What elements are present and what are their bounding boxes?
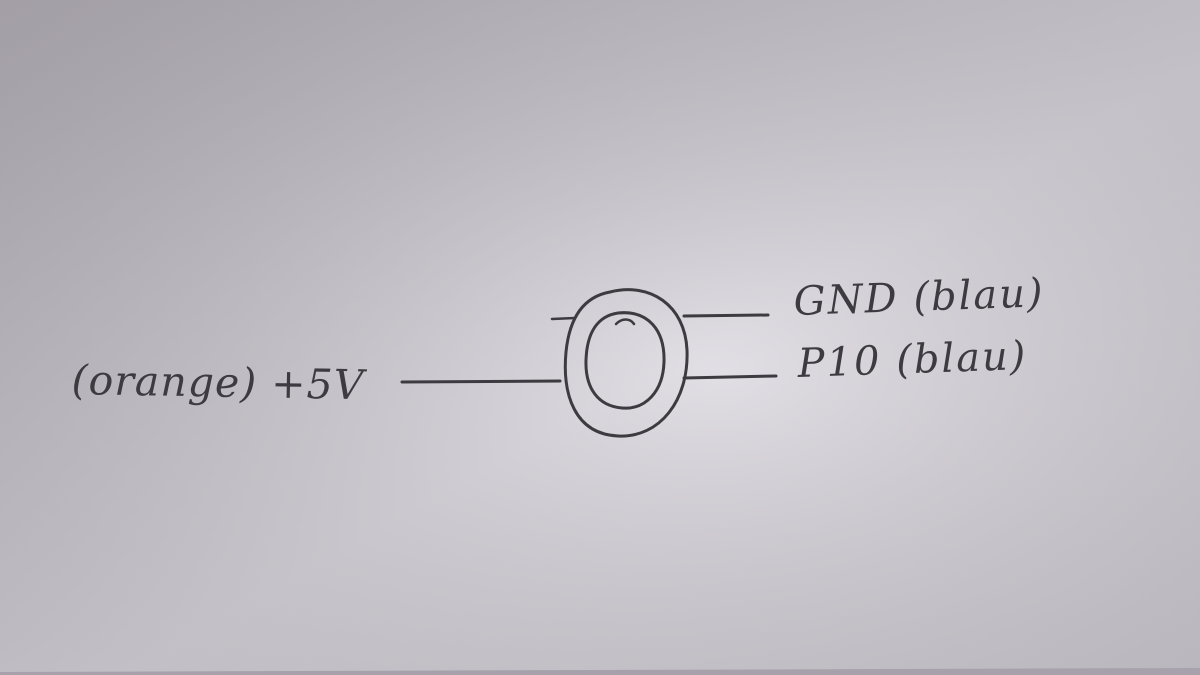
wire-p10 [682, 374, 778, 380]
label-p10-blau: P10 (blau) [796, 332, 1029, 387]
label-orange-5v: (orange) +5V [71, 356, 365, 410]
label-gnd-blau: GND (blau) [792, 270, 1046, 325]
wire-5v [400, 379, 562, 384]
table-edge [0, 668, 1200, 675]
led-outer-ring [563, 288, 689, 438]
led-inner-ring [584, 311, 666, 410]
wire-gnd [682, 313, 770, 318]
led-inner-hook [614, 318, 636, 326]
led-flat-mark [550, 316, 577, 321]
